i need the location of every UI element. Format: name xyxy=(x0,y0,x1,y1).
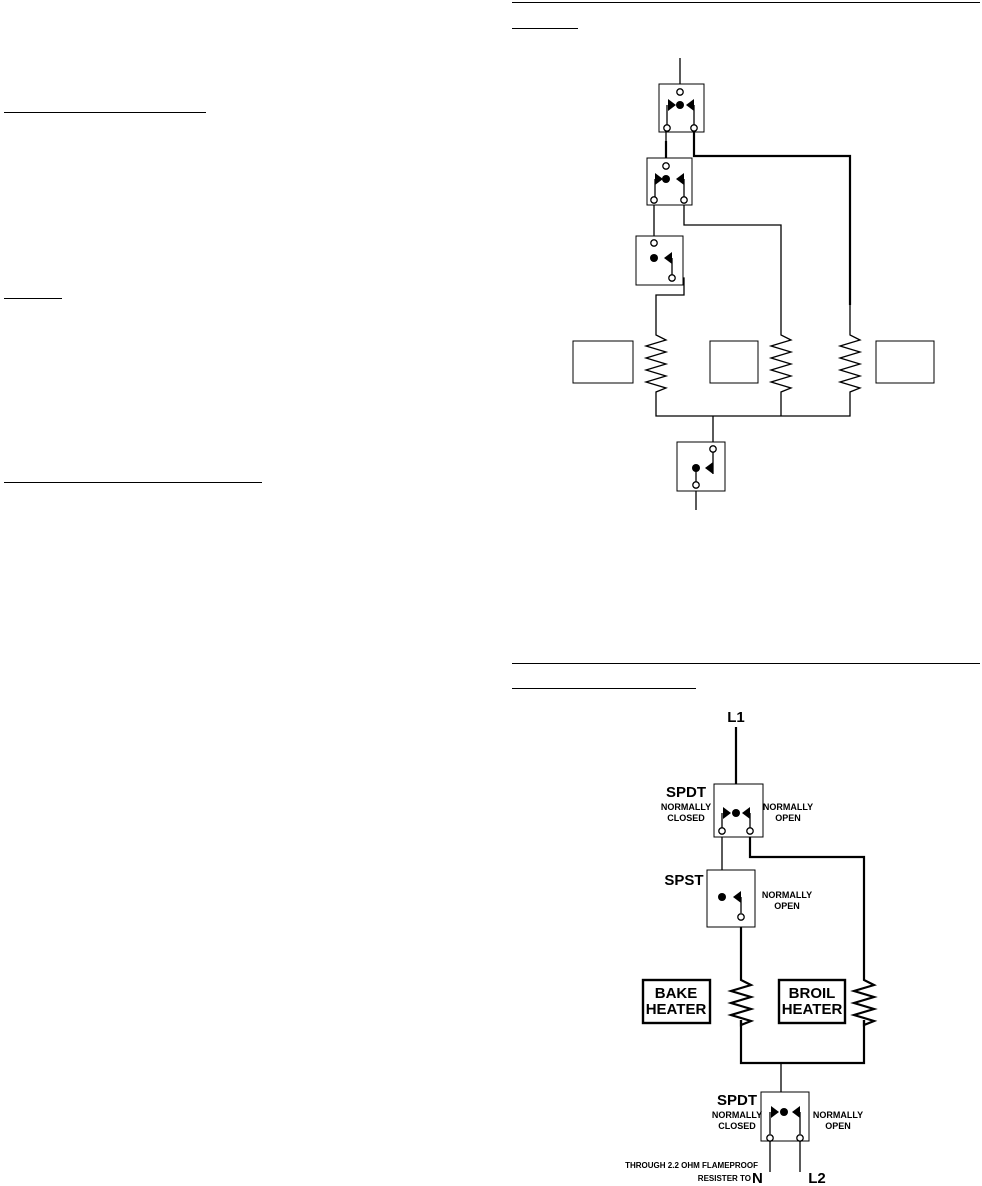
label-bake-1: BAKE xyxy=(655,985,698,1002)
resistor-icon xyxy=(768,330,794,395)
relay-switch-icon xyxy=(718,807,754,835)
bottom-diagram-wires xyxy=(721,727,866,1172)
bottom-switch-spdt-bottom xyxy=(760,1091,810,1142)
bake-heater-box xyxy=(641,978,712,1025)
resistor-icon xyxy=(850,975,878,1027)
label-spdt-bottom-right-1: NORMALLY xyxy=(813,1110,863,1120)
top-heater-box-3 xyxy=(875,340,935,384)
heading-underline-3 xyxy=(4,482,262,483)
bottom-switch-spst xyxy=(706,869,756,928)
label-n-prefix-2: RESISTER TO xyxy=(698,1174,751,1183)
section-rule xyxy=(512,663,980,664)
label-spdt-top-left-2: CLOSED xyxy=(667,813,705,823)
resistor-icon xyxy=(643,330,669,395)
relay-switch-icon xyxy=(663,88,698,132)
label-bake-2: HEATER xyxy=(646,1001,707,1018)
top-heater-box-2 xyxy=(709,340,759,384)
label-spdt-bottom-left-1: NORMALLY xyxy=(712,1110,762,1120)
label-spdt-bottom-right-2: OPEN xyxy=(825,1121,851,1131)
relay-switch-icon xyxy=(692,445,717,489)
label-broil-2: HEATER xyxy=(782,1001,843,1018)
heading-underline-4 xyxy=(512,28,578,29)
label-spdt-top-right-1: NORMALLY xyxy=(763,802,813,812)
label-n: N xyxy=(752,1170,763,1186)
top-switch-4 xyxy=(676,441,726,492)
relay-switch-icon xyxy=(650,239,676,282)
top-rule xyxy=(512,2,980,3)
label-l1: L1 xyxy=(727,709,745,726)
heading-underline-1 xyxy=(4,112,206,113)
bottom-switch-spdt-top xyxy=(713,783,764,838)
label-spdt-top: SPDT xyxy=(666,784,706,801)
top-switch-1 xyxy=(658,83,705,133)
heading-underline-2 xyxy=(4,298,62,299)
heading-underline-5 xyxy=(512,688,696,689)
top-switch-2 xyxy=(646,157,693,206)
top-heater-box-1 xyxy=(572,340,634,384)
top-switch-3 xyxy=(635,235,684,286)
relay-switch-icon xyxy=(650,162,688,204)
broil-heater-box xyxy=(777,978,847,1025)
label-spst-right-1: NORMALLY xyxy=(762,890,812,900)
label-spst-right-2: OPEN xyxy=(774,901,800,911)
label-spdt-bottom: SPDT xyxy=(717,1092,757,1109)
resistor-icon xyxy=(727,975,755,1027)
label-spdt-top-left-1: NORMALLY xyxy=(661,802,711,812)
label-spdt-bottom-left-2: CLOSED xyxy=(718,1121,756,1131)
relay-switch-icon xyxy=(766,1106,804,1142)
resistor-icon xyxy=(837,330,863,395)
relay-switch-icon xyxy=(718,891,745,921)
label-broil-1: BROIL xyxy=(789,985,836,1002)
label-n-prefix: THROUGH 2.2 OHM FLAMEPROOF xyxy=(625,1161,758,1170)
label-l2: L2 xyxy=(808,1170,826,1186)
label-spst: SPST xyxy=(664,872,703,889)
label-spdt-top-right-2: OPEN xyxy=(775,813,801,823)
